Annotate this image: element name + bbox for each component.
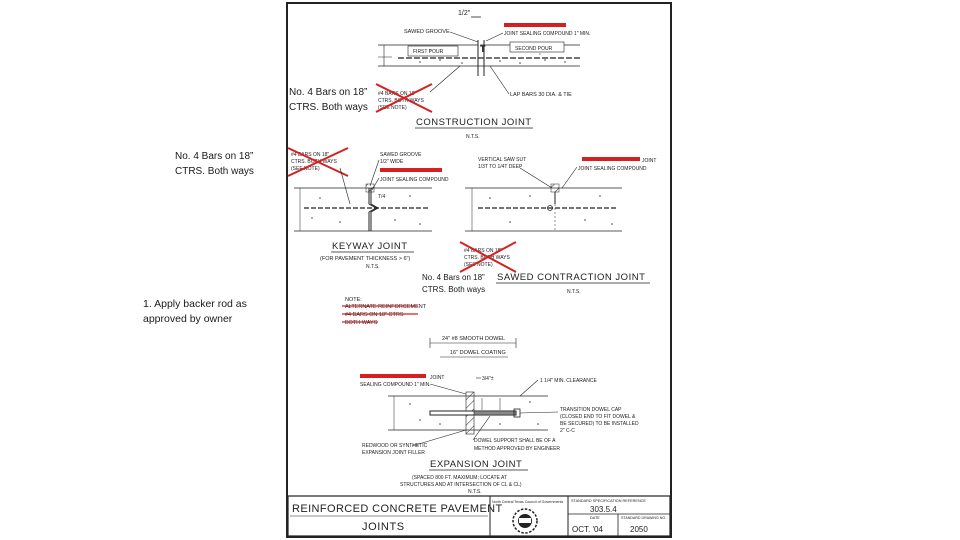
titleblock-drawing-label: STANDARD DRAWING NO.: [621, 516, 666, 520]
svg-text:#4 BARS ON 18": #4 BARS ON 18": [291, 152, 329, 158]
top-rebar-annotation: No. 4 Bars on 18” CTRS. Both ways: [289, 86, 368, 115]
mid-rebar-annotation-line2: CTRS. Both ways: [422, 284, 486, 294]
svg-text:REDWOOD OR SYNTHETIC: REDWOOD OR SYNTHETIC: [362, 443, 428, 449]
svg-text:#4 BARS ON 18": #4 BARS ON 18": [464, 248, 502, 254]
contraction-nts: N.T.S.: [567, 289, 581, 295]
titleblock-drawing-no: 2050: [630, 525, 648, 534]
contraction-saw-cut-label: VERTICAL SAW SUT: [478, 157, 526, 163]
mid-rebar-annotation: No. 4 Bars on 18” CTRS. Both ways: [422, 272, 485, 295]
svg-text:DOWEL SUPPORT SHALL BE OF A: DOWEL SUPPORT SHALL BE OF A: [474, 438, 556, 444]
construction-second-pour-label: SECOND POUR: [515, 46, 553, 52]
keyway-subtitle: (FOR PAVEMENT THICKNESS > 6"): [320, 256, 410, 262]
svg-text:BE SECURED) TO BE INSTALLED: BE SECURED) TO BE INSTALLED: [560, 421, 639, 427]
keyway-redaction: [380, 168, 442, 172]
svg-text:2" C-C: 2" C-C: [560, 428, 575, 434]
sheet-border: [286, 2, 672, 538]
keyway-width-label: 1/2" WIDE: [380, 159, 404, 165]
svg-text:ALTERNATE REINFORCEMENT: ALTERNATE REINFORCEMENT: [345, 304, 427, 310]
agency-seal-icon: [512, 508, 538, 534]
keyway-joint-sealing-label: JOINT SEALING COMPOUND: [380, 177, 449, 183]
expansion-sealing-label: SEALING COMPOUND 1" MIN.: [360, 382, 431, 388]
construction-nts: N.T.S.: [466, 134, 480, 140]
titleblock-date: OCT. '04: [572, 525, 603, 534]
title-block: REINFORCED CONCRETE PAVEMENT JOINTS Nort…: [287, 495, 671, 537]
construction-t-mark: T: [480, 44, 486, 54]
svg-text:EXPANSION JOINT FILLER: EXPANSION JOINT FILLER: [362, 450, 425, 456]
expansion-dowel-label: 24" #8 SMOOTH DOWEL: [442, 336, 505, 342]
keyway-title: KEYWAY JOINT: [332, 241, 408, 252]
expansion-title: EXPANSION JOINT: [430, 459, 522, 470]
keyway-t4-label: T/4: [378, 194, 385, 200]
contraction-saw-cut-depth: 1/3T TO 1/4T DEEP: [478, 164, 523, 170]
contraction-redaction: [582, 157, 640, 161]
expansion-nts: N.T.S.: [468, 489, 482, 495]
titleblock-line2: JOINTS: [362, 521, 405, 533]
expansion-redaction: [360, 374, 426, 378]
expansion-gap-label: 3/4"±: [482, 376, 494, 382]
expansion-sub2: STRUCTURES AND AT INTERSECTION OF CL & C…: [400, 482, 522, 488]
expansion-sub1: (SPACED 800 FT. MAXIMUM; LOCATE AT: [412, 475, 507, 481]
svg-text:CTRS. BOTH WAYS: CTRS. BOTH WAYS: [378, 98, 425, 104]
expansion-joint-label: JOINT: [430, 375, 444, 381]
keyway-struck-note: #4 BARS ON 18" CTRS. BOTH WAYS (SEE NOTE…: [287, 147, 349, 177]
titleblock-spec-num: 303.5.4: [590, 505, 617, 514]
contraction-title: SAWED CONTRACTION JOINT: [497, 272, 645, 283]
top-rebar-annotation-line1: No. 4 Bars on 18”: [289, 87, 368, 98]
svg-text:(CLOSED END TO FIT DOWEL &: (CLOSED END TO FIT DOWEL &: [560, 414, 636, 420]
contraction-struck-note: #4 BARS ON 18" CTRS. BOTH WAYS (SEE NOTE…: [459, 241, 517, 273]
construction-lap-bars-label: LAP BARS 30 DIA. & TIE: [510, 92, 572, 98]
svg-text:#4 BARS ON 18" CTRS: #4 BARS ON 18" CTRS: [345, 312, 404, 318]
alternate-reinforcement-note: NOTE: ALTERNATE REINFORCEMENT #4 BARS ON…: [342, 297, 427, 326]
expansion-joint-detail: 24" #8 SMOOTH DOWEL 16" DOWEL COATING JO…: [360, 336, 639, 495]
titleblock-date-label: DATE: [590, 516, 600, 520]
contraction-joint-detail: VERTICAL SAW SUT 1/3T TO 1/4T DEEP JOINT…: [459, 157, 656, 295]
keyway-joint-detail: #4 BARS ON 18" CTRS. BOTH WAYS (SEE NOTE…: [287, 147, 449, 270]
construction-dim-top: 1/2": [458, 10, 471, 17]
contraction-joint-sealing-label: JOINT SEALING COMPOUND: [578, 166, 647, 172]
svg-text:BOTH WAYS: BOTH WAYS: [345, 320, 378, 326]
backer-rod-annotation: 1. Apply backer rod as approved by owner: [143, 297, 247, 327]
construction-title: CONSTRUCTION JOINT: [416, 117, 532, 128]
svg-text:(SEE NOTE): (SEE NOTE): [291, 166, 320, 172]
construction-redaction: [504, 23, 566, 27]
keyway-nts: N.T.S.: [366, 264, 380, 270]
construction-first-pour-label: FIRST POUR: [413, 49, 444, 55]
svg-text:(SEE NOTE): (SEE NOTE): [378, 105, 407, 111]
titleblock-line1: REINFORCED CONCRETE PAVEMENT: [292, 503, 503, 515]
svg-text:METHOD APPROVED BY ENGINEER: METHOD APPROVED BY ENGINEER: [474, 446, 560, 452]
titleblock-agency: North Central Texas Council of Governmen…: [492, 500, 563, 504]
expansion-clearance-label: 1 1/4" MIN. CLEARANCE: [540, 378, 597, 384]
svg-text:(SEE NOTE): (SEE NOTE): [464, 262, 493, 268]
backer-rod-annotation-line1: 1. Apply backer rod as: [143, 298, 247, 310]
top-rebar-annotation-line2: CTRS. Both ways: [289, 101, 368, 113]
construction-struck-note: #4 BARS ON 18" CTRS. BOTH WAYS (SEE NOTE…: [375, 83, 433, 113]
left-rebar-annotation-line2: CTRS. Both ways: [175, 165, 254, 177]
construction-joint-sealing-label: JOINT SEALING COMPOUND 1" MIN.: [504, 31, 590, 37]
contraction-joint-label: JOINT: [642, 158, 656, 164]
keyway-sawed-groove-label: SAWED GROOVE: [380, 152, 422, 158]
svg-text:TRANSITION DOWEL CAP: TRANSITION DOWEL CAP: [560, 407, 622, 413]
backer-rod-annotation-line2: approved by owner: [143, 313, 233, 326]
titleblock-spec-ref: STANDARD SPECIFICATION REFERENCE: [571, 499, 646, 503]
left-rebar-annotation-line1: No. 4 Bars on 18”: [175, 151, 254, 162]
svg-text:CTRS. BOTH WAYS: CTRS. BOTH WAYS: [291, 159, 338, 165]
construction-joint-detail: 1/2" SAWED GROOVE JOINT SEALING COMPOUND…: [375, 10, 590, 140]
note-head: NOTE:: [345, 297, 362, 303]
left-rebar-annotation: No. 4 Bars on 18” CTRS. Both ways: [175, 150, 254, 179]
mid-rebar-annotation-line1: No. 4 Bars on 18”: [422, 273, 485, 282]
expansion-coating-label: 16" DOWEL COATING: [450, 350, 506, 356]
construction-sawed-groove-label: SAWED GROOVE: [404, 29, 450, 35]
